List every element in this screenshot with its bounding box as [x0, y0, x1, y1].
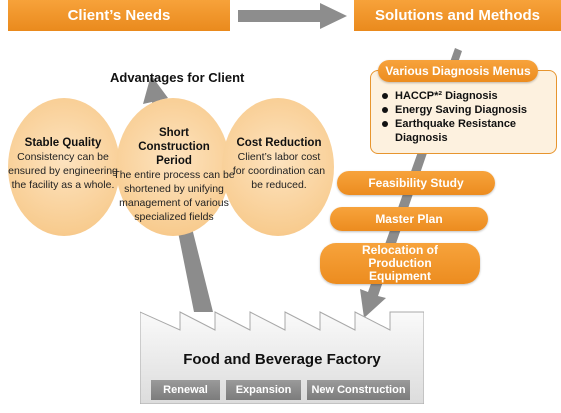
feasibility-study-pill: Feasibility Study	[337, 171, 495, 195]
new-construction-label: New Construction	[311, 384, 406, 396]
stable-quality-text-block: Stable Quality Consistency can be ensure…	[0, 136, 126, 192]
relocation-pill: Relocation of Production Equipment	[320, 243, 480, 284]
diagnosis-menu-list: HACCP*² Diagnosis Energy Saving Diagnosi…	[377, 89, 552, 145]
short-construction-desc: The entire process can be shortened by u…	[113, 169, 235, 223]
solutions-methods-label: Solutions and Methods	[375, 7, 540, 24]
diagnosis-menus-title: Various Diagnosis Menus	[385, 63, 531, 78]
menu-item-haccp: HACCP*² Diagnosis	[377, 89, 552, 103]
feasibility-study-label: Feasibility Study	[368, 175, 464, 190]
clients-needs-header: Client’s Needs	[8, 0, 230, 31]
diagnosis-menus-box: HACCP*² Diagnosis Energy Saving Diagnosi…	[370, 70, 557, 154]
short-construction-title: Short Construction Period	[138, 127, 210, 167]
short-construction-circle	[116, 98, 230, 236]
cost-reduction-text-block: Cost Reduction Client’s labor cost for c…	[232, 136, 326, 192]
expansion-tag: Expansion	[226, 380, 301, 400]
diagnosis-menus-pill: Various Diagnosis Menus	[378, 60, 538, 82]
master-plan-label: Master Plan	[375, 211, 443, 226]
factory-title: Food and Beverage Factory	[183, 351, 381, 368]
needs-to-solutions-arrow	[238, 3, 347, 29]
cost-reduction-circle	[222, 98, 334, 236]
stable-quality-desc: Consistency can be ensured by engineerin…	[8, 151, 118, 191]
stable-quality-circle	[8, 98, 120, 236]
solutions-methods-header: Solutions and Methods	[354, 0, 561, 31]
menu-item-earthquake: Earthquake Resistance Diagnosis	[377, 117, 552, 145]
renewal-tag: Renewal	[151, 380, 220, 400]
advantages-title: Advantages for Client	[110, 70, 245, 85]
renewal-label: Renewal	[163, 384, 208, 396]
menu-item-energy: Energy Saving Diagnosis	[377, 103, 552, 117]
stable-quality-title: Stable Quality	[24, 137, 102, 149]
clients-needs-label: Client’s Needs	[67, 7, 171, 24]
cost-reduction-desc: Client’s labor cost for coordination can…	[232, 151, 326, 191]
new-construction-tag: New Construction	[307, 380, 410, 400]
master-plan-pill: Master Plan	[330, 207, 488, 231]
cost-reduction-title: Cost Reduction	[236, 137, 322, 149]
short-construction-text-block: Short Construction Period The entire pro…	[108, 126, 240, 224]
relocation-label: Relocation of Production Equipment	[361, 243, 438, 283]
expansion-label: Expansion	[235, 384, 292, 396]
